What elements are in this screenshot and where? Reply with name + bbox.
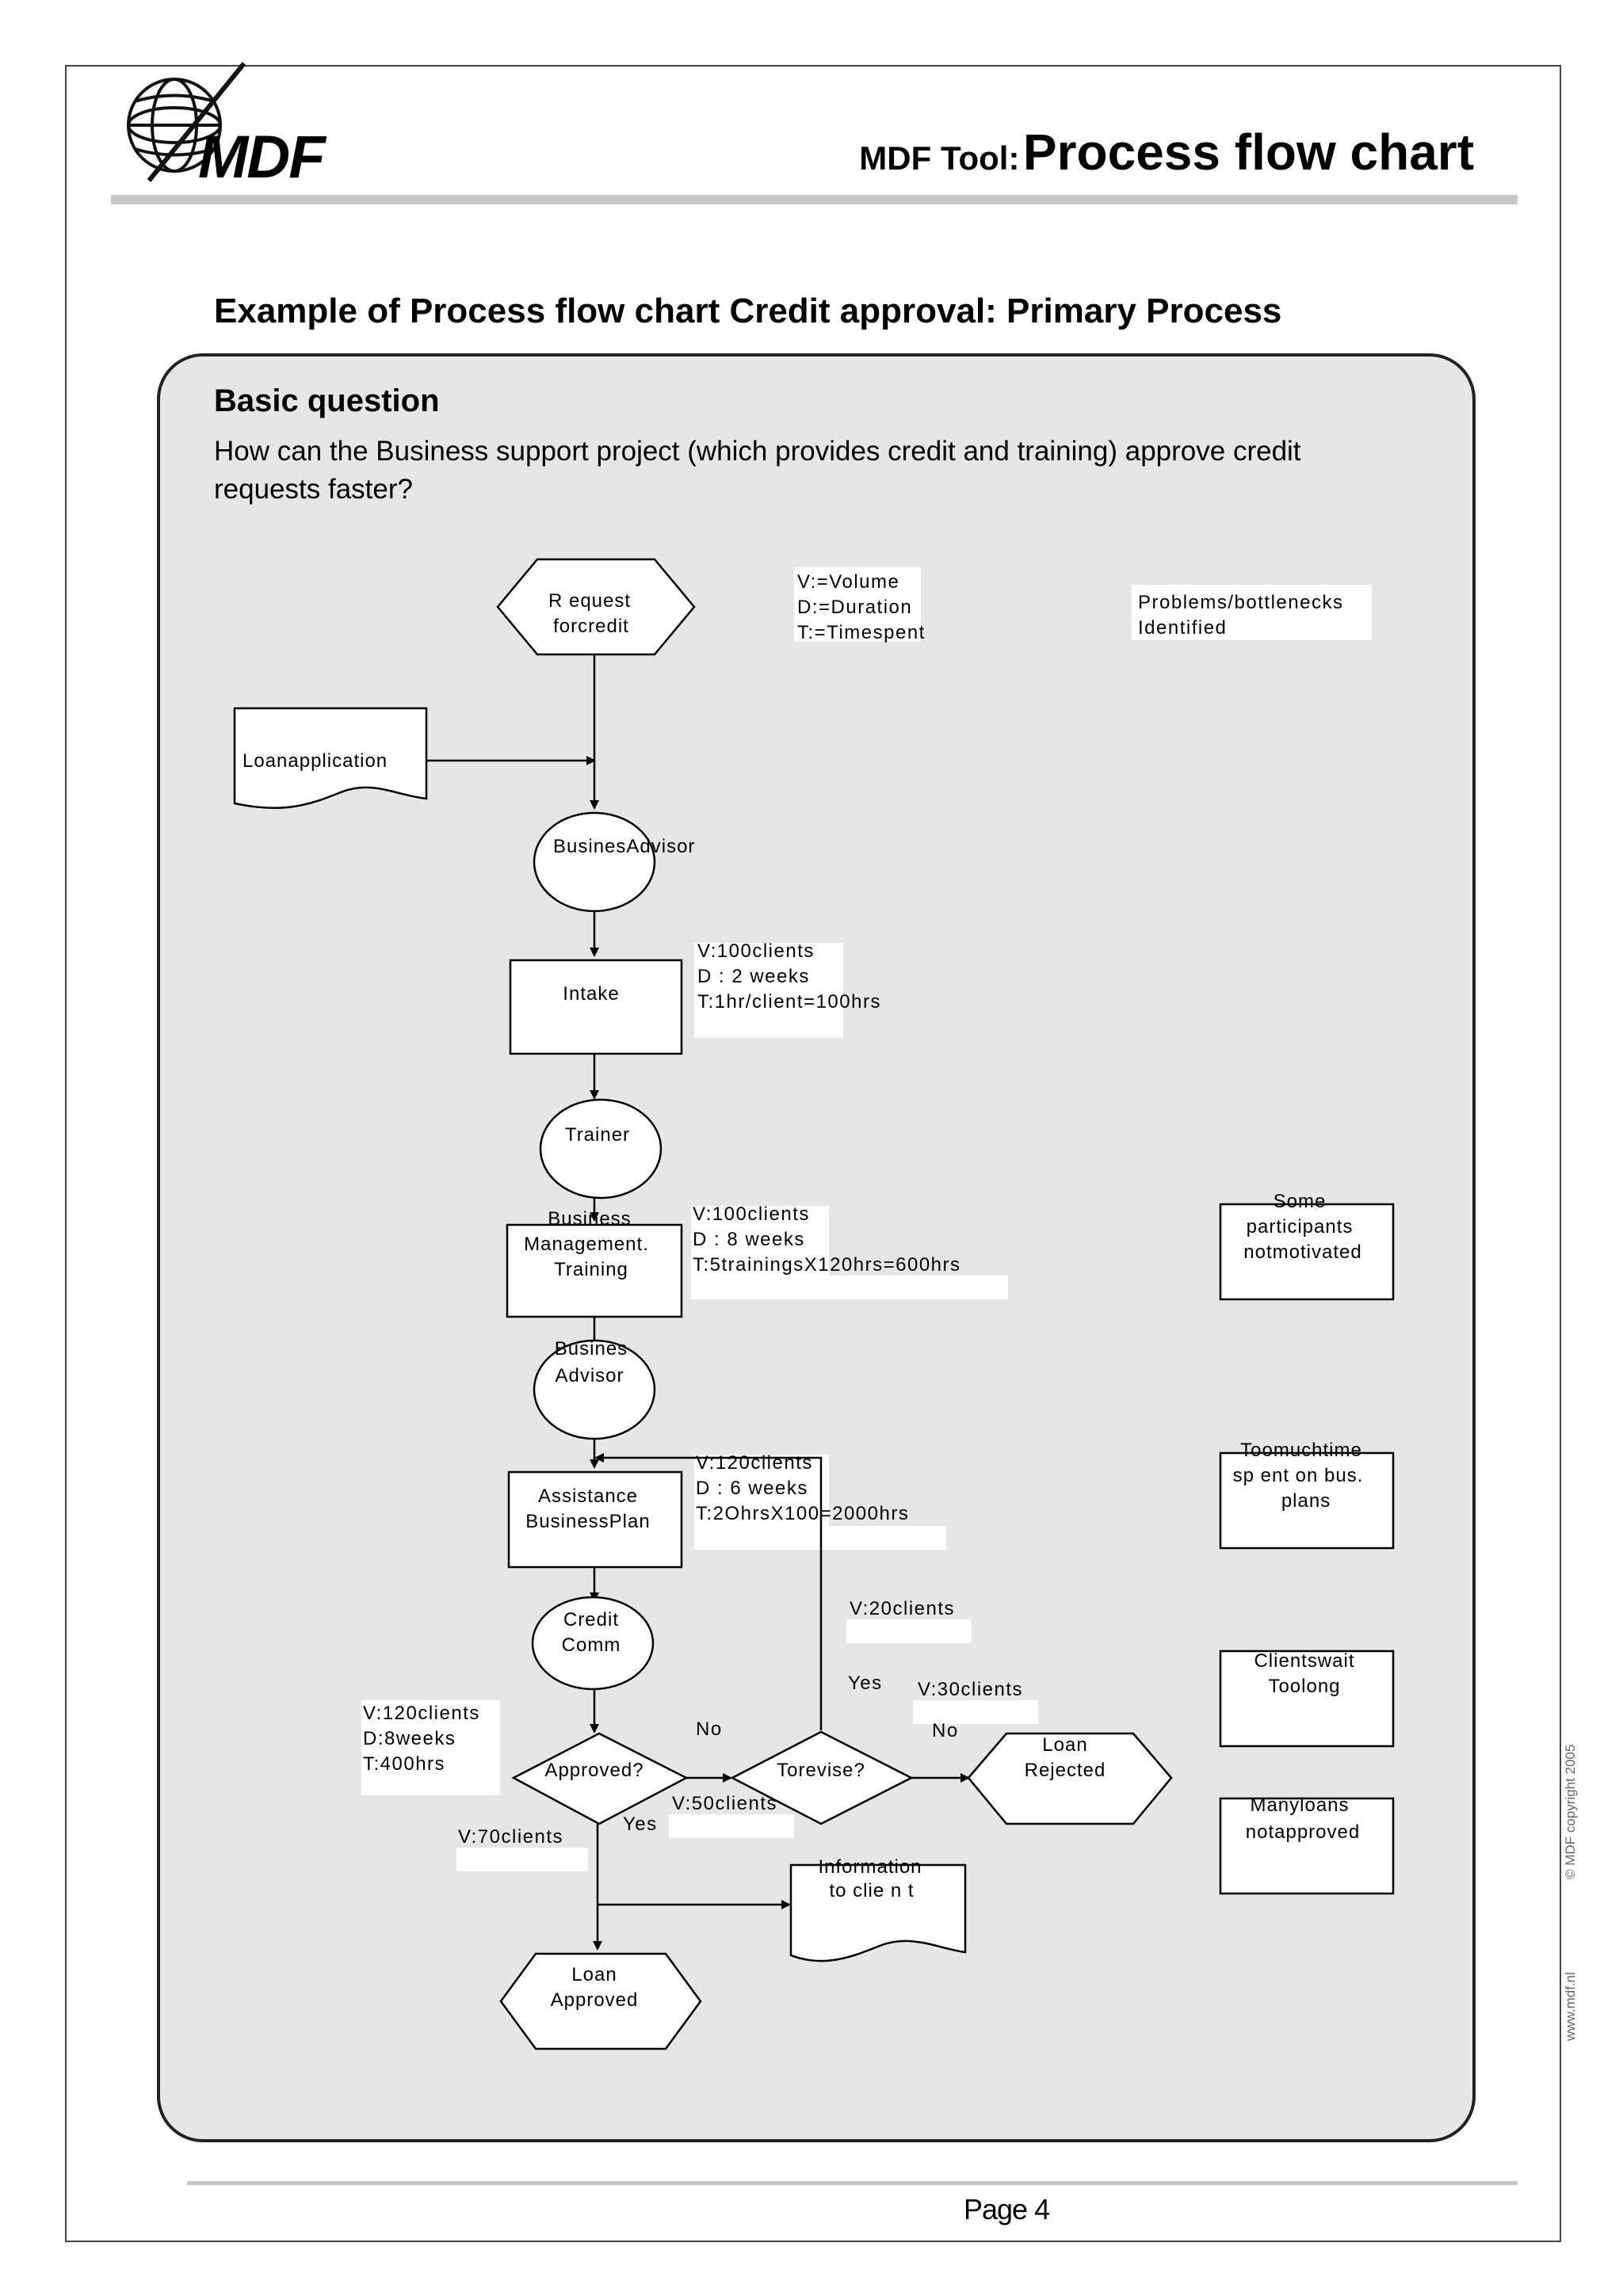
metric-v30: V:30clients <box>918 1679 1023 1700</box>
loan-approved-node <box>499 1952 702 2050</box>
request-label-2: forcredit <box>553 616 629 637</box>
problem-4-line-1: Manyloans <box>1250 1794 1349 1816</box>
legend-volume: V:=Volume <box>797 571 899 593</box>
business-advisor-node <box>533 811 656 913</box>
approved-label: Approved? <box>544 1760 643 1781</box>
intake-metric-d: D : 2 weeks <box>697 966 810 987</box>
problem-box-not-approved <box>1219 1797 1395 1895</box>
intake-metric-t: T:1hr/client=100hrs <box>697 991 881 1013</box>
bm-training-node <box>506 1223 683 1318</box>
loan-approved-label-2: Approved <box>551 1989 639 2011</box>
side-url: www.mdf.nl <box>1563 1972 1578 2041</box>
credit-comm-label-2: Comm <box>562 1634 621 1656</box>
loan-application-document <box>233 707 428 809</box>
request-for-credit-node <box>496 558 696 656</box>
trainer-node <box>539 1098 663 1199</box>
trainer-label: Trainer <box>565 1124 630 1146</box>
request-label-1: R equest <box>548 590 631 612</box>
training-metric-t: T:5trainingsX120hrs=600hrs <box>693 1254 961 1276</box>
legend-timespent: T:=Timespent <box>797 622 926 643</box>
to-revise-decision-node <box>730 1730 914 1825</box>
approved-decision-node <box>511 1732 689 1825</box>
problem-2-line-3: plans <box>1281 1490 1331 1512</box>
credit-metric-v: V:120clients <box>363 1703 480 1724</box>
loan-rejected-label-2: Rejected <box>1025 1760 1106 1781</box>
advisor2-label-1: Busines <box>555 1338 628 1360</box>
metric-v20: V:20clients <box>850 1598 955 1619</box>
information-label-1: Information <box>818 1856 922 1878</box>
training-metric-v: V:100clients <box>693 1203 810 1225</box>
information-label-2: to clie n t <box>829 1880 914 1901</box>
training-metric-d: D : 8 weeks <box>693 1229 805 1250</box>
problems-header-1: Problems/bottlenecks <box>1138 592 1343 613</box>
assistance-business-plan-node <box>507 1470 683 1569</box>
loan-rejected-node <box>967 1732 1173 1825</box>
problem-2-line-2: sp ent on bus. <box>1233 1465 1364 1486</box>
information-to-client-document <box>789 1863 967 1962</box>
intake-label: Intake <box>563 983 619 1005</box>
assistance-metric-t: T:2OhrsX100=2000hrs <box>696 1503 909 1524</box>
logo-text: MDF <box>198 124 326 191</box>
metric-v70: V:70clients <box>458 1826 563 1848</box>
page-title: Example of Process flow chart Credit app… <box>214 292 1282 330</box>
loan-application-label: Loanapplication <box>242 750 388 772</box>
credit-metric-d: D:8weeks <box>363 1728 456 1749</box>
intake-metric-v: V:100clients <box>697 940 815 962</box>
basic-question-heading: Basic question <box>214 383 440 418</box>
problem-2-line-1: Toomuchtime <box>1240 1440 1362 1461</box>
problem-box-motivation <box>1219 1203 1395 1301</box>
edge-label-yes-revise: Yes <box>848 1672 883 1694</box>
page-frame <box>65 65 1561 2242</box>
credit-committee-node <box>531 1596 655 1691</box>
footer-rule <box>187 2181 1518 2185</box>
credit-comm-label-1: Credit <box>563 1609 619 1630</box>
edge-label-no-revise: No <box>932 1720 959 1741</box>
problem-box-waiting <box>1219 1650 1395 1748</box>
edge-label-yes-approved: Yes <box>623 1814 658 1835</box>
bm-training-label-3: Training <box>554 1259 628 1280</box>
problem-1-line-2: participants <box>1247 1216 1354 1238</box>
assistance-label-2: BusinessPlan <box>525 1511 650 1532</box>
intake-node <box>509 959 683 1055</box>
problem-1-line-3: notmotivated <box>1243 1241 1361 1263</box>
problems-header-2: Identified <box>1138 617 1227 639</box>
bm-training-label-2: Management. <box>524 1234 649 1255</box>
advisor2-label-2: Advisor <box>555 1365 624 1386</box>
assistance-label-1: Assistance <box>538 1486 638 1507</box>
problem-1-line-1: Some <box>1274 1191 1327 1212</box>
assistance-metric-d: D : 6 weeks <box>696 1478 808 1499</box>
label-backgrounds <box>361 567 1372 1871</box>
edge-label-no-approved: No <box>696 1718 723 1740</box>
loan-approved-label-1: Loan <box>571 1964 617 1985</box>
problem-3-line-2: Toolong <box>1268 1676 1340 1697</box>
loan-rejected-label-1: Loan <box>1042 1734 1087 1756</box>
page-number: Page 4 <box>964 2193 1050 2225</box>
basic-question-text: How can the Business support project (wh… <box>214 436 1301 505</box>
legend-duration: D:=Duration <box>797 597 912 618</box>
header-rule <box>111 195 1518 204</box>
problem-box-bus-plans <box>1219 1451 1395 1550</box>
header-title-tool: MDF Tool: <box>859 139 1020 177</box>
advisor-node-2 <box>533 1339 656 1440</box>
assistance-metric-v: V:120clients <box>696 1452 813 1474</box>
header-title-main: Process flow chart <box>1022 124 1474 181</box>
mdf-globe-logo-icon <box>127 62 246 182</box>
header-title: MDF Tool: Process flow chart <box>859 123 1474 181</box>
metric-v50: V:50clients <box>672 1793 777 1814</box>
side-copyright: © MDF copyright 2005 <box>1563 1744 1578 1879</box>
credit-metric-t: T:400hrs <box>363 1753 445 1775</box>
to-revise-label: Torevise? <box>777 1760 865 1781</box>
business-advisor-label: BusinesAdvisor <box>553 836 695 857</box>
flow-edges <box>426 654 970 1951</box>
problem-3-line-1: Clientswait <box>1254 1650 1354 1672</box>
bm-training-label-1: Business <box>548 1208 631 1230</box>
problem-4-line-2: notapproved <box>1246 1821 1360 1843</box>
